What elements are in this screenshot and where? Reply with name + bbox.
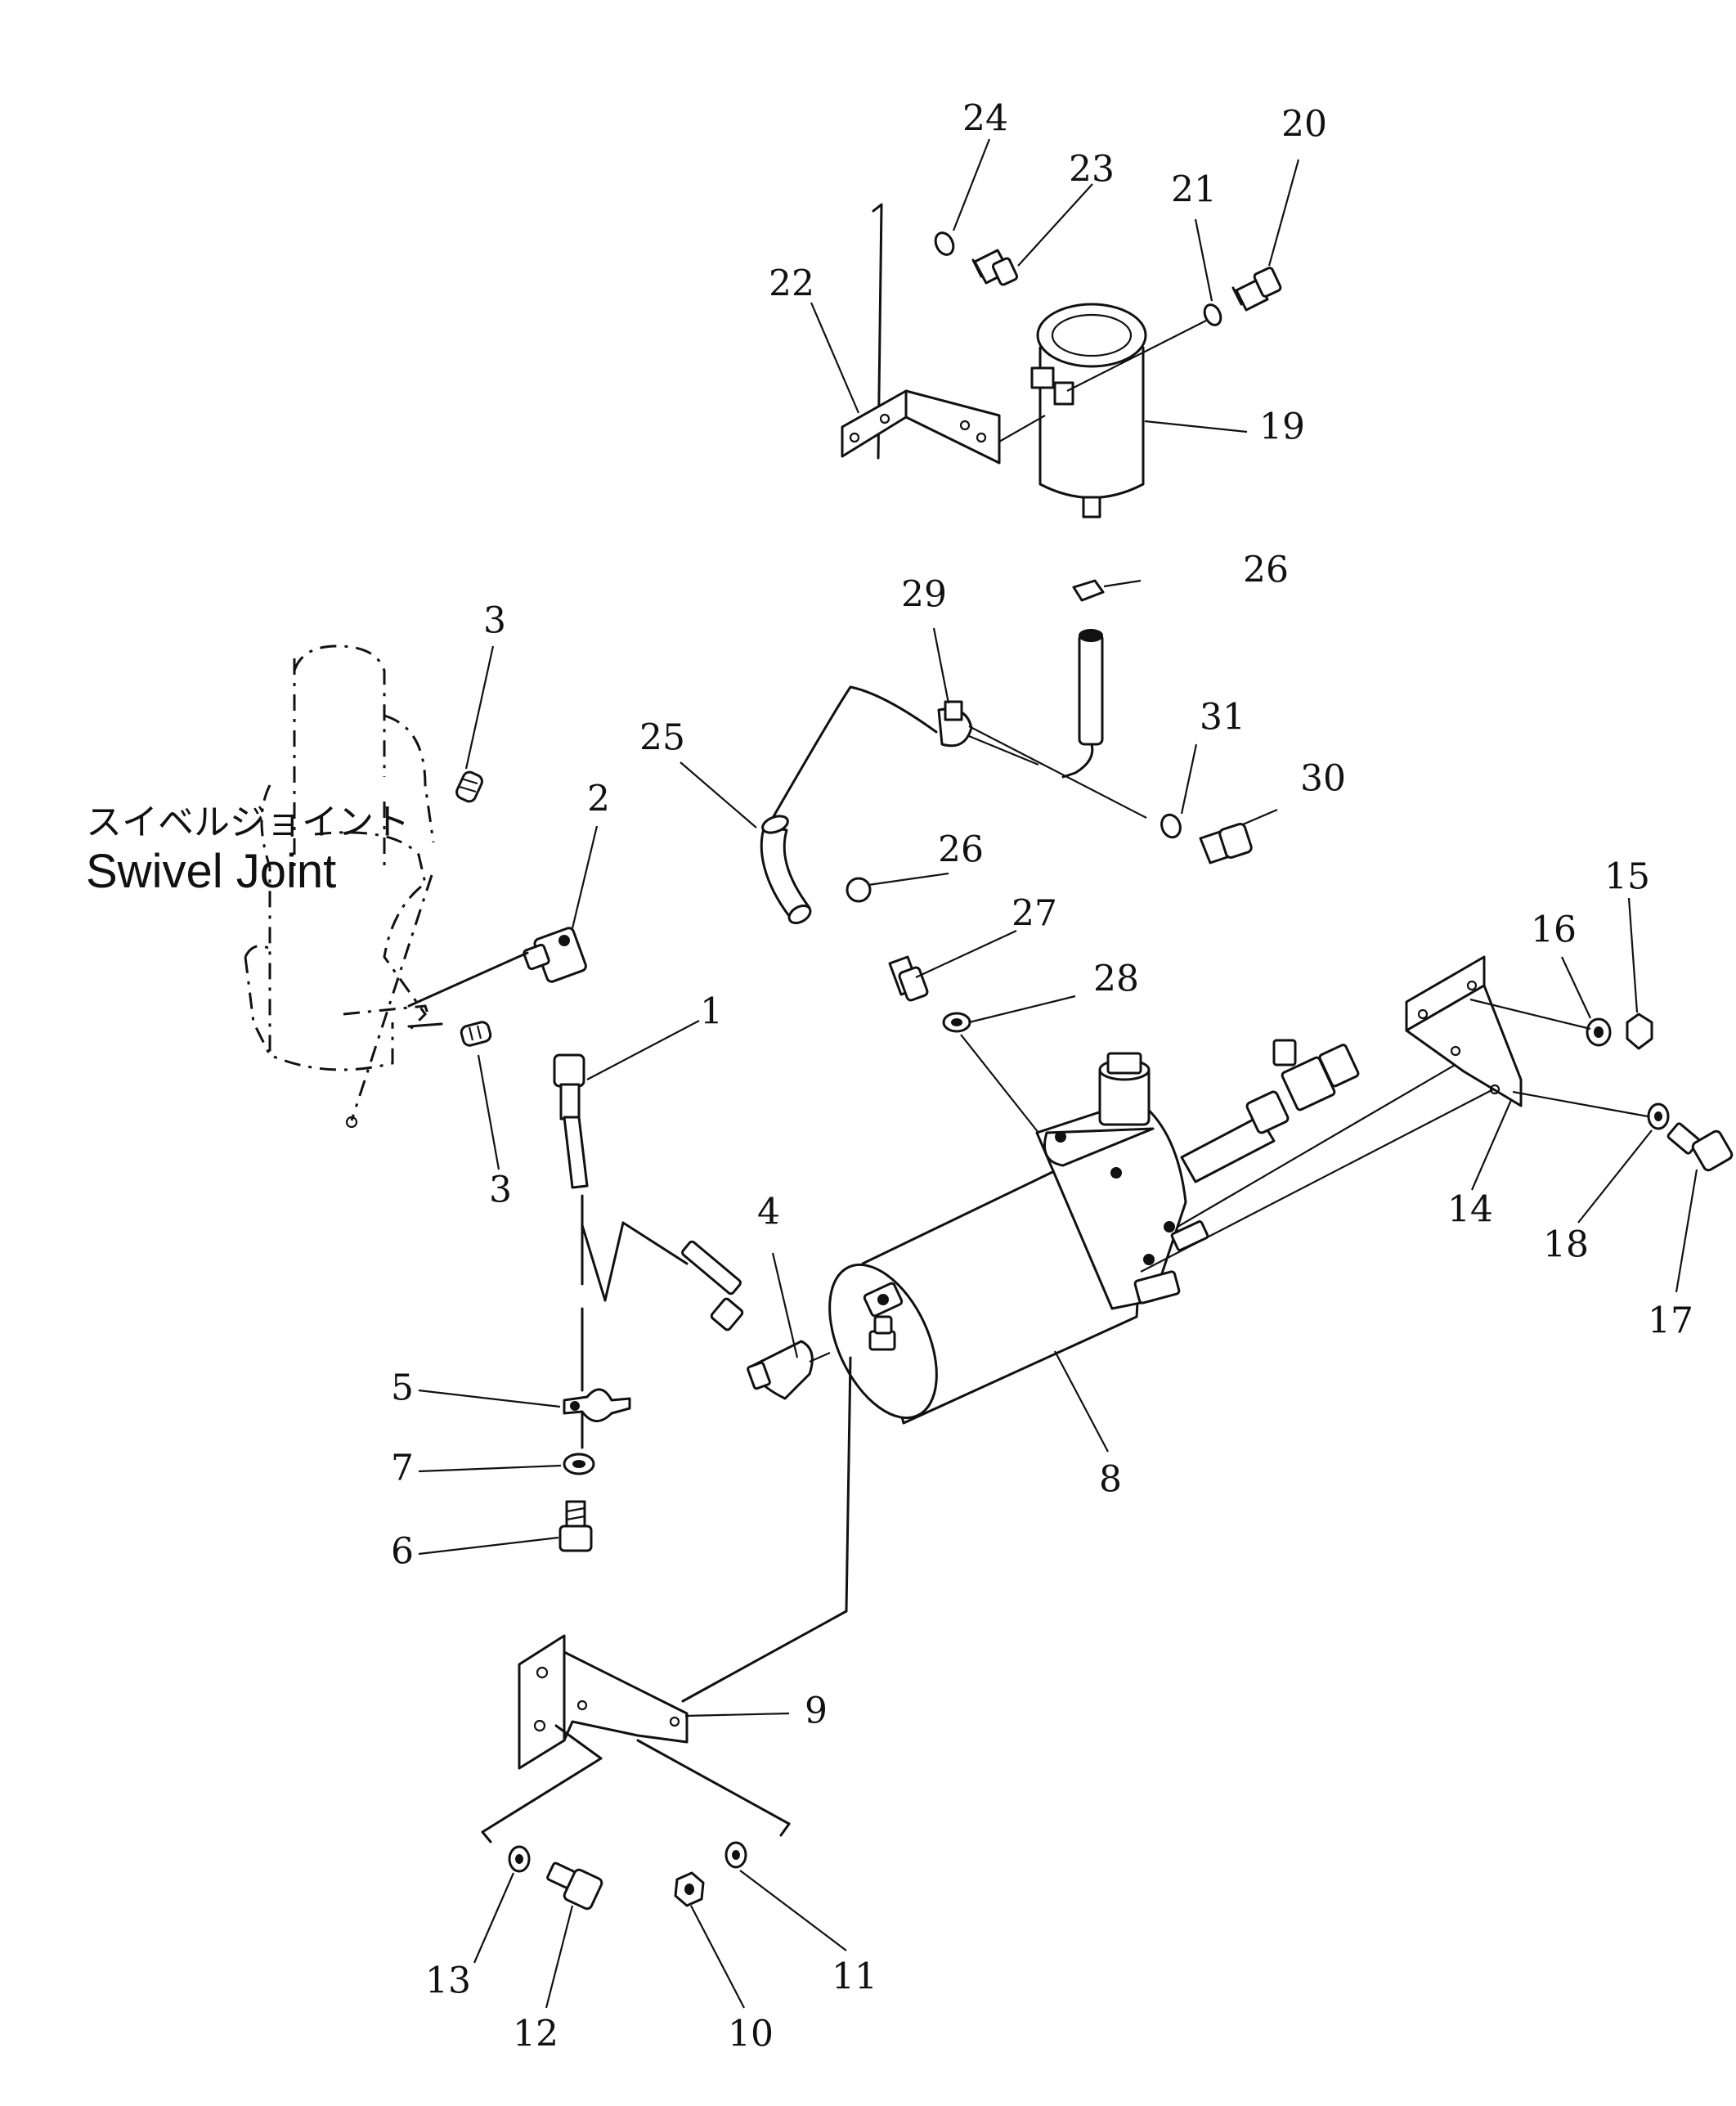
- callout-28: 28: [1093, 959, 1139, 1000]
- callout-30: 30: [1300, 758, 1346, 800]
- callout-7: 7: [391, 1448, 414, 1489]
- callout-23: 23: [1069, 149, 1115, 191]
- callout-22: 22: [769, 263, 814, 305]
- swivel-joint: [244, 644, 435, 1129]
- callout-11: 11: [832, 1956, 877, 1998]
- hose-1: [553, 1053, 589, 1189]
- tank-19: [1030, 303, 1147, 519]
- callout-16: 16: [1531, 909, 1577, 951]
- bolt-6: [558, 1500, 593, 1552]
- callout-12: 12: [513, 2014, 558, 2055]
- cylinder-8: [828, 1039, 1360, 1425]
- callout-17: 17: [1648, 1300, 1693, 1342]
- callout-10: 10: [728, 2014, 774, 2055]
- leader-lines-top: [810, 138, 1300, 442]
- callout-13: 13: [425, 1960, 471, 2002]
- callout-18: 18: [1543, 1224, 1589, 1266]
- elbow-2: [523, 927, 587, 983]
- small-parts-bottom: [508, 1841, 747, 1911]
- callout-29: 29: [901, 574, 947, 616]
- hose-25: [760, 685, 938, 924]
- fitting-3a: [455, 770, 483, 803]
- callout-27: 27: [1012, 893, 1057, 935]
- callout-5: 5: [391, 1367, 414, 1409]
- fitting-3b: [460, 1021, 492, 1047]
- clamp-5: [563, 1388, 631, 1422]
- callout-3-top: 3: [483, 600, 506, 642]
- bracket-9: [518, 1634, 689, 1770]
- leader-lines-left: [407, 645, 599, 1170]
- callout-6: 6: [391, 1531, 414, 1573]
- leader-lines-middle: [680, 579, 1278, 1024]
- clamp-29: [937, 700, 973, 748]
- leader-lines-cylinder: [681, 1034, 1497, 1703]
- callout-14: 14: [1447, 1189, 1493, 1231]
- leader-lines-right: [1469, 897, 1698, 1293]
- callout-9: 9: [805, 1691, 828, 1732]
- bracket-22: [841, 203, 1001, 465]
- callout-4: 4: [757, 1192, 780, 1233]
- callout-19: 19: [1259, 406, 1305, 448]
- callout-15: 15: [1604, 856, 1650, 898]
- small-parts-middle: [846, 813, 1253, 1033]
- callout-8: 8: [1099, 1459, 1122, 1501]
- callout-26-top: 26: [1243, 550, 1289, 591]
- callout-25: 25: [639, 717, 685, 759]
- callout-20: 20: [1281, 104, 1327, 146]
- callout-1: 1: [700, 991, 723, 1033]
- small-parts-top: [934, 231, 1282, 326]
- callout-24: 24: [962, 98, 1008, 140]
- pipe-upright: [1061, 579, 1105, 779]
- callout-31: 31: [1200, 697, 1245, 739]
- leader-lines-bracket-9: [481, 1712, 791, 1843]
- callout-2: 2: [587, 779, 610, 820]
- swivel-joint-label-jp: スイベルジョイント: [86, 802, 410, 843]
- pipe-4: [681, 1240, 831, 1400]
- swivel-joint-label-en: Swivel Joint: [86, 845, 336, 898]
- leader-lines-5-6-7: [418, 1389, 562, 1556]
- callout-26-mid: 26: [938, 829, 984, 871]
- small-parts-right: [1586, 1013, 1734, 1172]
- callout-3-bottom: 3: [489, 1170, 512, 1211]
- leader-lines-hose: [581, 1020, 700, 1449]
- washer-7: [563, 1453, 595, 1475]
- callout-21: 21: [1171, 169, 1217, 211]
- leader-lines-bottom: [473, 1870, 847, 2009]
